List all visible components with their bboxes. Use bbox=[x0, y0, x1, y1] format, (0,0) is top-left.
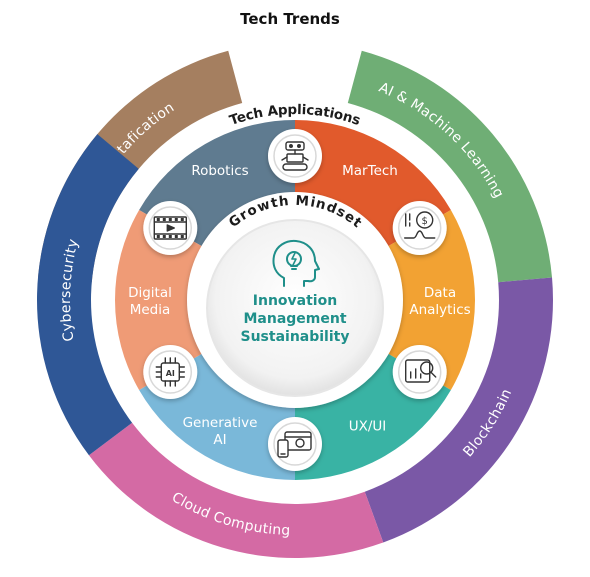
outer-segment-shape bbox=[364, 277, 553, 543]
badge-devices bbox=[268, 417, 322, 471]
film-icon bbox=[153, 216, 187, 240]
tech-trends-ring: DataficationAI & Machine LearningBlockch… bbox=[37, 50, 553, 558]
outer-segment-shape bbox=[347, 50, 553, 283]
center-line-1: Innovation bbox=[253, 293, 337, 309]
devices-icon bbox=[277, 431, 312, 458]
robot-icon bbox=[281, 141, 309, 171]
middle-segment-shape bbox=[114, 210, 204, 390]
diagram-title: Tech Trends bbox=[240, 10, 340, 28]
martech-icon: $ bbox=[404, 211, 436, 239]
badge-martech: $ bbox=[392, 201, 447, 255]
outer-segment-cybersecurity: Cybersecurity bbox=[37, 134, 139, 456]
middle-label-robotics: Robotics bbox=[191, 163, 248, 179]
svg-text:$: $ bbox=[422, 216, 428, 227]
outer-segment-shape bbox=[88, 422, 384, 558]
badge-robot bbox=[268, 129, 322, 183]
badge-analytics bbox=[392, 345, 447, 399]
outer-segment-shape bbox=[37, 134, 139, 456]
badge-ai-chip: AI bbox=[143, 345, 198, 399]
ai-chip-icon: AI bbox=[155, 357, 185, 387]
middle-label-martech: MarTech bbox=[342, 163, 398, 179]
center-disc bbox=[206, 219, 384, 397]
svg-text:AI: AI bbox=[166, 369, 175, 378]
middle-label-ux-ui: UX/UI bbox=[349, 419, 387, 435]
center-line-2: Management bbox=[243, 311, 346, 327]
middle-segment-shape bbox=[386, 210, 475, 390]
badge-film bbox=[143, 201, 198, 255]
head-lightbulb-icon bbox=[272, 239, 320, 287]
application-icons: $ AI bbox=[143, 129, 447, 471]
center-line-3: Sustainability bbox=[241, 329, 350, 345]
analytics-icon bbox=[405, 359, 437, 383]
